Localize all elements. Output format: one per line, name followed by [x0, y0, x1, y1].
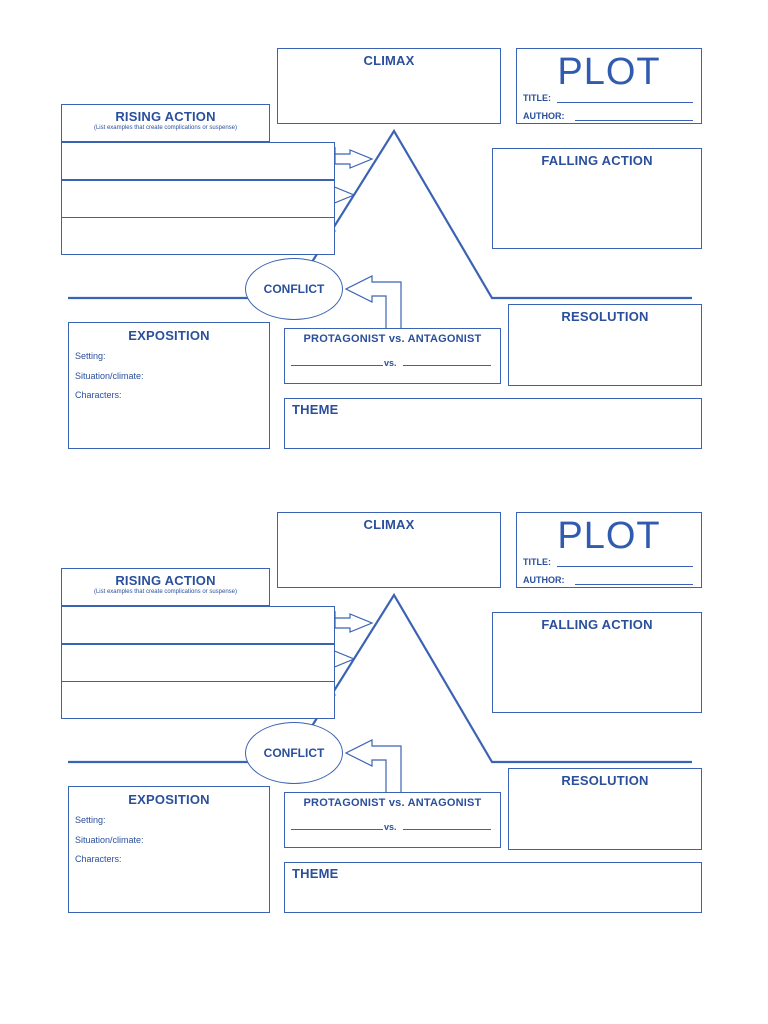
arrow-1: [334, 147, 374, 169]
antagonist-field[interactable]: [403, 829, 491, 830]
climax-box[interactable]: CLIMAX: [277, 48, 501, 124]
characters-label: Characters:: [75, 390, 122, 400]
rising-action-field-3[interactable]: [61, 217, 335, 255]
rising-action-field-1[interactable]: [61, 142, 335, 180]
situation-label: Situation/climate:: [75, 835, 144, 845]
setting-label: Setting:: [75, 351, 106, 361]
rising-action-label: RISING ACTION: [115, 573, 216, 588]
protagonist-field[interactable]: [291, 829, 383, 830]
climax-box[interactable]: CLIMAX: [277, 512, 501, 588]
rising-action-field-1[interactable]: [61, 606, 335, 644]
plot-diagram-sheet-bottom: CLIMAX PLOT TITLE: AUTHOR: RISING ACTION…: [0, 464, 768, 928]
situation-label: Situation/climate:: [75, 371, 144, 381]
conflict-arrow: [344, 275, 402, 331]
rising-action-box: RISING ACTION (List examples that create…: [61, 568, 270, 606]
falling-action-label: FALLING ACTION: [541, 617, 653, 632]
antagonist-field[interactable]: [403, 365, 491, 366]
protagonist-antagonist-label: PROTAGONIST vs. ANTAGONIST: [303, 333, 482, 345]
theme-label: THEME: [292, 402, 339, 417]
rising-action-box: RISING ACTION (List examples that create…: [61, 104, 270, 142]
resolution-box[interactable]: RESOLUTION: [508, 768, 702, 850]
rising-action-instructions: (List examples that create complications…: [93, 589, 238, 595]
plot-heading: PLOT: [557, 515, 661, 557]
title-field[interactable]: [557, 102, 693, 103]
vs-label: vs.: [384, 358, 397, 368]
plot-triangle: [311, 592, 692, 764]
exposition-box[interactable]: EXPOSITION Setting: Situation/climate: C…: [68, 322, 270, 449]
rising-action-field-3[interactable]: [61, 681, 335, 719]
plot-title-box: PLOT TITLE: AUTHOR:: [516, 512, 702, 588]
conflict-arrow: [344, 739, 402, 795]
conflict-label: CONFLICT: [263, 746, 325, 760]
exposition-label: EXPOSITION: [128, 792, 210, 807]
conflict-label: CONFLICT: [263, 282, 325, 296]
arrow-1: [334, 611, 374, 633]
theme-box[interactable]: THEME: [284, 398, 702, 449]
climax-label: CLIMAX: [363, 53, 415, 68]
protagonist-field[interactable]: [291, 365, 383, 366]
resolution-box[interactable]: RESOLUTION: [508, 304, 702, 386]
author-label: AUTHOR:: [523, 111, 565, 121]
title-field[interactable]: [557, 566, 693, 567]
rising-action-instructions: (List examples that create complications…: [93, 125, 238, 131]
rising-action-field-2[interactable]: [61, 180, 335, 218]
theme-label: THEME: [292, 866, 339, 881]
resolution-label: RESOLUTION: [561, 309, 649, 324]
title-label: TITLE:: [523, 93, 551, 103]
falling-action-box[interactable]: FALLING ACTION: [492, 148, 702, 249]
protagonist-antagonist-box: PROTAGONIST vs. ANTAGONIST vs.: [284, 792, 501, 848]
plot-triangle: [311, 128, 692, 300]
rising-action-label: RISING ACTION: [115, 109, 216, 124]
climax-label: CLIMAX: [363, 517, 415, 532]
plot-heading: PLOT: [557, 51, 661, 93]
conflict-ellipse[interactable]: CONFLICT: [245, 722, 343, 784]
author-label: AUTHOR:: [523, 575, 565, 585]
falling-action-label: FALLING ACTION: [541, 153, 653, 168]
plot-diagram-sheet-top: CLIMAX PLOT TITLE: AUTHOR: RISING ACTION…: [0, 0, 768, 464]
author-field[interactable]: [575, 120, 693, 121]
theme-box[interactable]: THEME: [284, 862, 702, 913]
plot-title-box: PLOT TITLE: AUTHOR:: [516, 48, 702, 124]
characters-label: Characters:: [75, 854, 122, 864]
setting-label: Setting:: [75, 815, 106, 825]
rising-action-field-2[interactable]: [61, 644, 335, 682]
author-field[interactable]: [575, 584, 693, 585]
resolution-label: RESOLUTION: [561, 773, 649, 788]
protagonist-antagonist-label: PROTAGONIST vs. ANTAGONIST: [303, 797, 482, 809]
protagonist-antagonist-box: PROTAGONIST vs. ANTAGONIST vs.: [284, 328, 501, 384]
conflict-ellipse[interactable]: CONFLICT: [245, 258, 343, 320]
exposition-box[interactable]: EXPOSITION Setting: Situation/climate: C…: [68, 786, 270, 913]
title-label: TITLE:: [523, 557, 551, 567]
falling-action-box[interactable]: FALLING ACTION: [492, 612, 702, 713]
exposition-label: EXPOSITION: [128, 328, 210, 343]
vs-label: vs.: [384, 822, 397, 832]
